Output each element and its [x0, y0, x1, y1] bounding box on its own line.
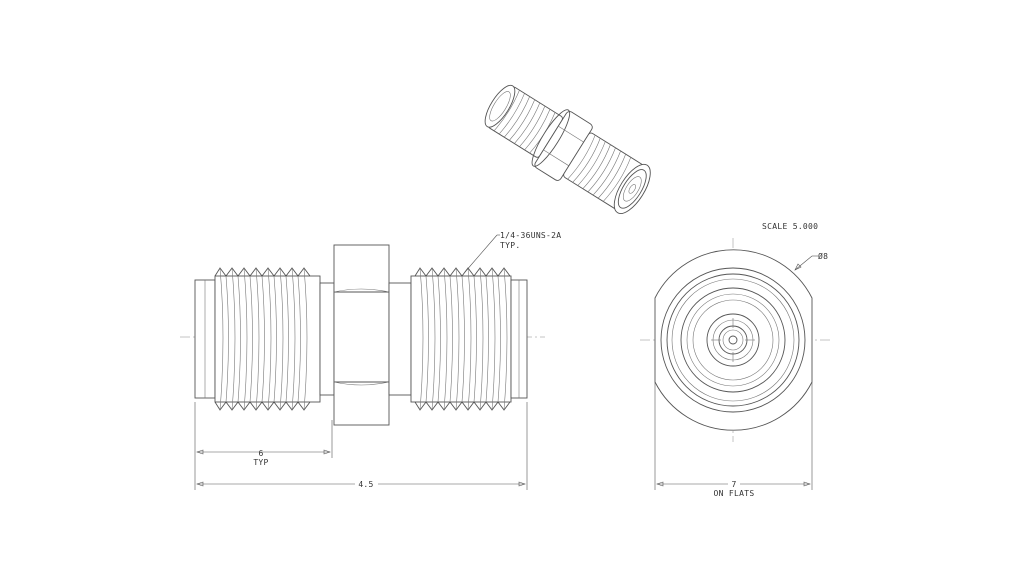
dimension-thread-length: 6 TYP	[194, 402, 333, 490]
diameter-label: Ø8	[818, 251, 828, 261]
thread-callout: 1/4-36UNS-2A TYP.	[464, 231, 561, 273]
dimension-overall-length: 4.5	[196, 402, 528, 490]
scale-label: SCALE 5.000	[762, 222, 818, 231]
dim-thread-length-value: 6	[258, 449, 263, 458]
dim-thread-length-note: TYP	[253, 458, 268, 467]
diameter-callout: Ø8	[794, 251, 828, 271]
side-view	[180, 244, 545, 426]
dim-overall-length-value: 4.5	[358, 480, 373, 489]
thread-callout-note: TYP.	[500, 241, 520, 250]
dim-flats-value: 7	[731, 480, 736, 489]
thread-callout-spec: 1/4-36UNS-2A	[500, 231, 561, 240]
end-view	[640, 238, 830, 442]
dimension-flats: 7 ON FLATS	[654, 382, 813, 498]
isometric-view	[484, 84, 651, 214]
dim-flats-note: ON FLATS	[714, 489, 755, 498]
